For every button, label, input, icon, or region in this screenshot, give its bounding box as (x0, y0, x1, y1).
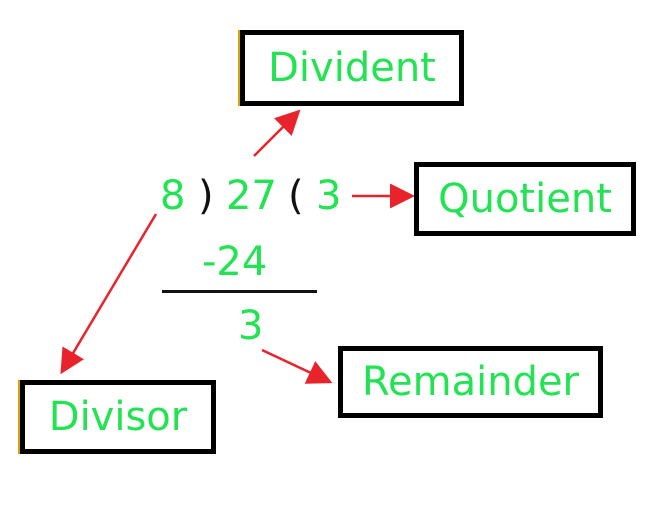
divisor-value: 8 (160, 173, 186, 219)
divisor-label-box: Divisor (20, 380, 216, 454)
remainder-label: Remainder (362, 359, 579, 405)
arrow-to-divisor (60, 213, 158, 375)
remainder-label-box: Remainder (338, 346, 603, 418)
divident-label: Divident (268, 45, 436, 91)
divisor-label: Divisor (48, 394, 188, 440)
open-parenthesis: ( (288, 173, 304, 219)
subtraction-value: -24 (202, 239, 268, 285)
remainder-value: 3 (238, 303, 264, 349)
division-rule-line (162, 290, 317, 293)
quotient-label-box: Quotient (414, 162, 636, 236)
dividend-value: 27 (226, 173, 277, 219)
quotient-value: 3 (316, 173, 342, 219)
arrow-to-divident (253, 109, 301, 157)
quotient-label: Quotient (438, 176, 612, 222)
close-parenthesis: ) (198, 173, 214, 219)
divident-label-box: Divident (240, 30, 464, 106)
arrow-to-remainder (261, 348, 333, 384)
